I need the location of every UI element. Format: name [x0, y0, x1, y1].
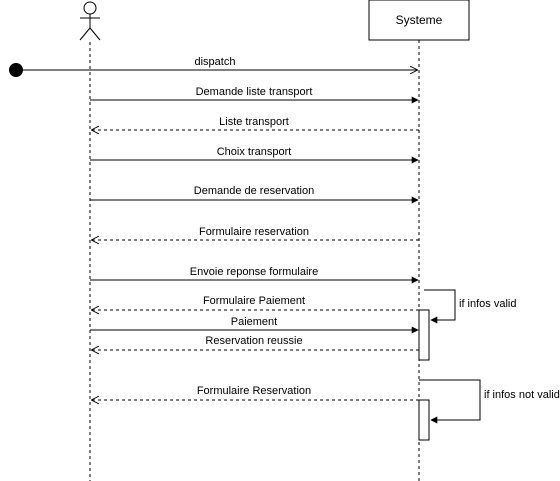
- message-label: Liste transport: [219, 116, 289, 128]
- message-label: Reservation reussie: [205, 335, 302, 347]
- self-call-label: if infos valid: [459, 298, 516, 310]
- self-call-arrow[interactable]: [424, 289, 456, 324]
- activation-bar: [418, 309, 430, 361]
- system-participant-label: Systeme: [396, 13, 443, 27]
- actor-left-leg: [79, 27, 91, 41]
- message-label: Demande de reservation: [194, 185, 314, 197]
- self-call-label: if infos not valid: [484, 389, 560, 401]
- actor-right-leg: [89, 27, 101, 41]
- actor-figure: [79, 1, 101, 41]
- self-call-arrow[interactable]: [419, 379, 481, 424]
- message-label: Formulaire reservation: [199, 226, 309, 238]
- message-label: Formulaire Reservation: [197, 385, 311, 397]
- system-participant-box[interactable]: [368, 0, 470, 41]
- message-label: Paiement: [231, 316, 277, 328]
- message-label: dispatch: [195, 56, 236, 68]
- message-label: Formulaire Paiement: [203, 295, 305, 307]
- message-label: Demande liste transport: [196, 86, 313, 98]
- actor-head: [83, 1, 97, 15]
- message-label: Choix transport: [217, 146, 292, 158]
- activation-bar: [418, 399, 430, 441]
- message-label: Envoie reponse formulaire: [190, 266, 318, 278]
